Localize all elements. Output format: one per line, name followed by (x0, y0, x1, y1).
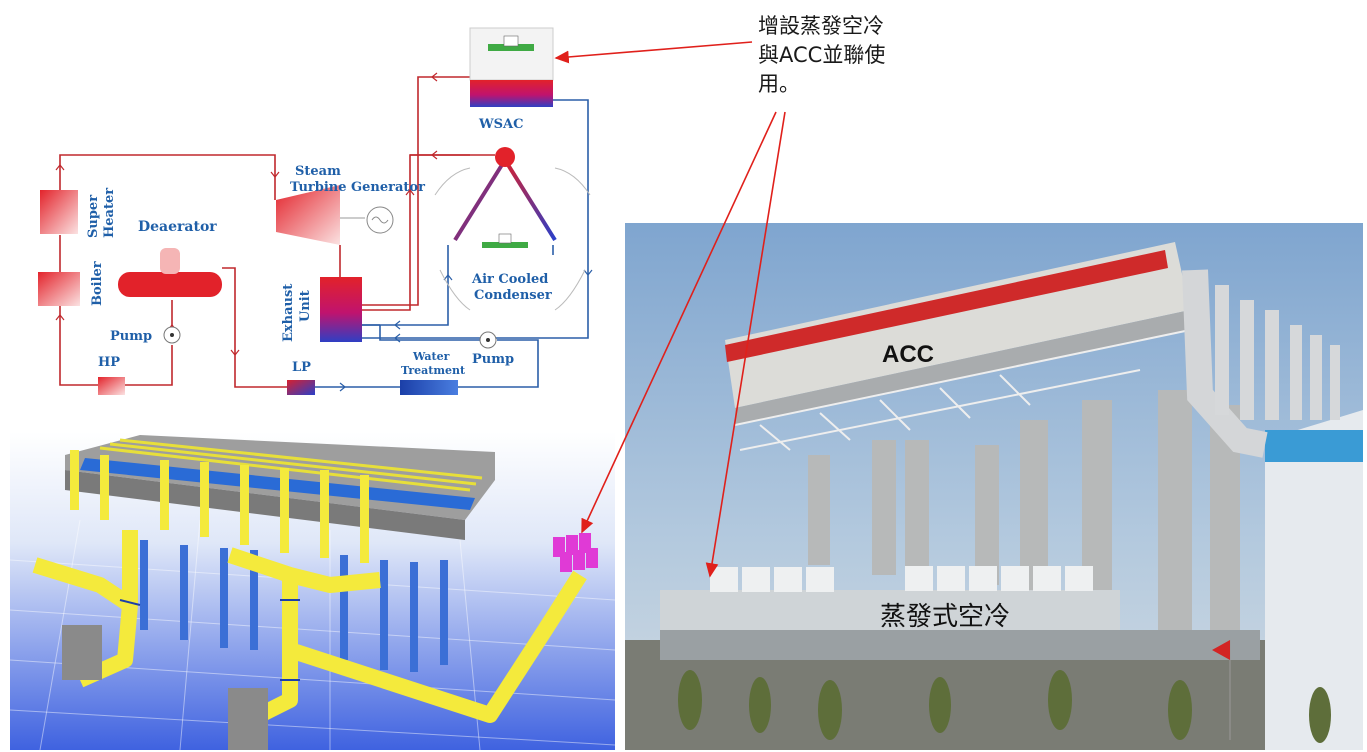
boiler (38, 272, 80, 306)
super-heater-label-line2: Heater (102, 188, 117, 238)
steam-turbine-label-line1: Steam (295, 164, 341, 179)
super-heater-label-line1: Super (86, 195, 101, 238)
hp-label: HP (98, 355, 120, 370)
pump-right-label: Pump (472, 352, 514, 367)
power-cycle-schematic: WSAC Air Cooled Condenser Steam Turbine … (38, 27, 593, 395)
deaerator-label: Deaerator (138, 219, 217, 235)
acc-plant-photo (625, 223, 1363, 750)
water-treatment-label-line2: Treatment (401, 364, 466, 377)
duct-bands (119, 599, 300, 681)
exhaust-unit (320, 277, 362, 342)
water-treatment-label-line1: Water (412, 350, 450, 363)
acc-label-line1: Air Cooled (471, 272, 548, 287)
wsac-units-3d (553, 533, 598, 572)
steam-ducts-photo (1182, 269, 1268, 458)
support-columns (140, 540, 448, 672)
evaporative-cooler-label: 蒸發式空冷 (880, 602, 1011, 632)
air-cooled-condenser: Air Cooled Condenser (434, 147, 591, 311)
steam-turbine-label-line2: Turbine Generator (290, 180, 425, 195)
wsac-label: WSAC (478, 117, 523, 132)
lp-heater (287, 380, 315, 395)
acc-3d-model (9, 432, 616, 751)
arrow-to-3d-wsac (581, 111, 777, 534)
exhaust-label-line1: Exhaust (281, 284, 296, 342)
trees (678, 670, 1331, 743)
equipment-box-right (228, 688, 268, 750)
arrow-to-wsac (554, 41, 753, 64)
lp-label: LP (292, 360, 311, 375)
water-lines (315, 99, 589, 388)
boiler-label: Boiler (90, 261, 105, 306)
steam-turbine-icon (276, 185, 340, 245)
evaporative-cooler (660, 590, 1120, 630)
callout-arrows (554, 41, 786, 578)
deaerator (118, 272, 222, 297)
right-building (1265, 410, 1363, 750)
flag (1212, 640, 1230, 660)
wsac-fan-icon (488, 44, 534, 51)
super-heater (40, 190, 78, 234)
callout-text: 增設蒸發空冷與ACC並聯使用。 (758, 14, 886, 96)
wsac-coil (470, 80, 553, 107)
riser-stacks (1215, 285, 1340, 420)
evaporative-cooler-cells (710, 566, 1093, 592)
acc-photo-label: ACC (882, 341, 934, 368)
arrow-to-evaporative-cooler (705, 111, 786, 578)
riser-pipes (70, 450, 369, 563)
equipment-box-left (62, 625, 102, 680)
hp-heater (98, 377, 125, 395)
steam-ducts (32, 530, 587, 723)
acc-trusses (734, 329, 1191, 451)
acc-label-line2: Condenser (474, 288, 552, 303)
pump-left-label: Pump (110, 329, 152, 344)
exhaust-label-line2: Unit (298, 290, 313, 322)
water-treatment (400, 380, 458, 395)
flow-chevrons-blue (339, 269, 593, 392)
